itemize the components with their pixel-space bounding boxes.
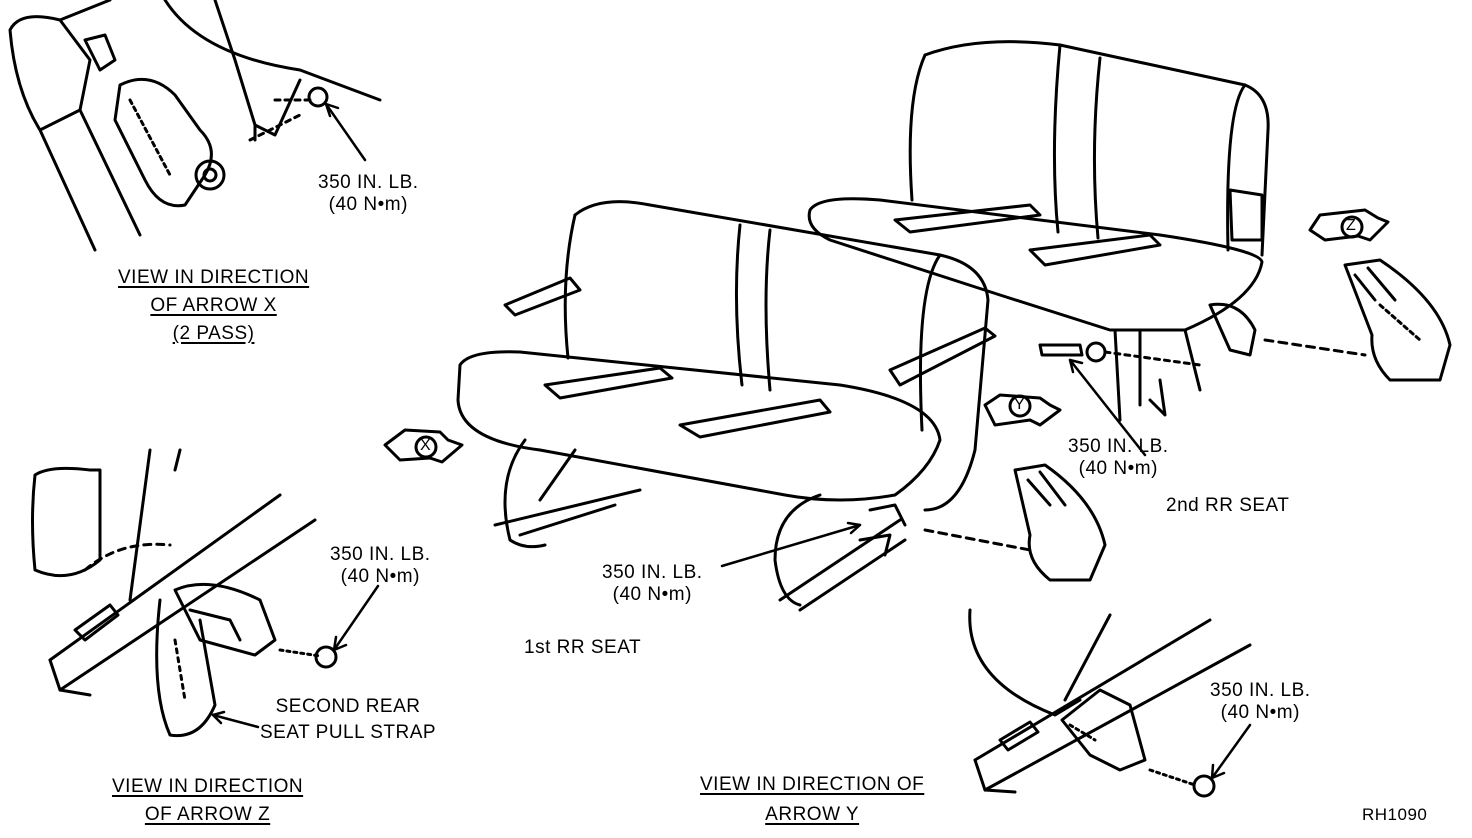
seat-anchor-parts (720, 258, 1452, 582)
view-x-line2: OF ARROW X (150, 295, 277, 316)
torque-metric: (40 N•m) (1220, 702, 1300, 723)
torque-label-first-seat: 350 IN. LB. (40 N•m) (602, 562, 703, 606)
first-rear-seat (456, 200, 997, 612)
view-z-line1: VIEW IN DIRECTION (112, 776, 304, 797)
view-y-caption: VIEW IN DIRECTION OF ARROW Y (700, 770, 924, 830)
torque-label-second-seat: 350 IN. LB. (40 N•m) (1068, 436, 1169, 480)
view-x-detail (8, 0, 382, 252)
view-y-line1: VIEW IN DIRECTION OF (700, 774, 925, 795)
second-seat-label: 2nd RR SEAT (1166, 495, 1290, 516)
pull-strap-line2: SEAT PULL STRAP (260, 722, 437, 743)
torque-value: 350 IN. LB. (330, 544, 431, 565)
torque-label-view-x: 350 IN. LB. (40 N•m) (318, 172, 419, 216)
figure-id: RH1090 (1362, 805, 1428, 824)
torque-metric: (40 N•m) (612, 584, 692, 605)
view-z-detail (31, 448, 380, 738)
arrow-x-letter: X (420, 437, 431, 454)
view-x-line3: (2 PASS) (172, 323, 255, 344)
arrow-z-letter: Z (1346, 217, 1356, 234)
second-rear-seat (807, 40, 1270, 422)
torque-label-view-z: 350 IN. LB. (40 N•m) (330, 544, 431, 588)
arrow-y-letter: Y (1014, 396, 1025, 413)
torque-label-view-y: 350 IN. LB. (40 N•m) (1210, 680, 1311, 724)
arrow-z-direction (1308, 208, 1390, 242)
arrow-y-direction (983, 393, 1062, 427)
view-y-line2: ARROW Y (765, 804, 860, 825)
view-x-line1: VIEW IN DIRECTION (118, 267, 310, 288)
torque-metric: (40 N•m) (340, 566, 420, 587)
first-seat-label: 1st RR SEAT (524, 637, 642, 658)
torque-metric: (40 N•m) (328, 194, 408, 215)
pull-strap-callout: SECOND REAR SEAT PULL STRAP (260, 694, 436, 746)
torque-value: 350 IN. LB. (1210, 680, 1311, 701)
view-y-detail (968, 608, 1252, 798)
pull-strap-line1: SECOND REAR (275, 696, 421, 717)
view-z-line2: OF ARROW Z (144, 804, 271, 825)
view-x-caption: VIEW IN DIRECTION OF ARROW X (2 PASS) (118, 264, 309, 348)
torque-value: 350 IN. LB. (318, 172, 419, 193)
torque-value: 350 IN. LB. (1068, 436, 1169, 457)
torque-value: 350 IN. LB. (602, 562, 703, 583)
torque-metric: (40 N•m) (1078, 458, 1158, 479)
arrow-x-direction (383, 428, 464, 464)
view-z-caption: VIEW IN DIRECTION OF ARROW Z (112, 773, 303, 829)
